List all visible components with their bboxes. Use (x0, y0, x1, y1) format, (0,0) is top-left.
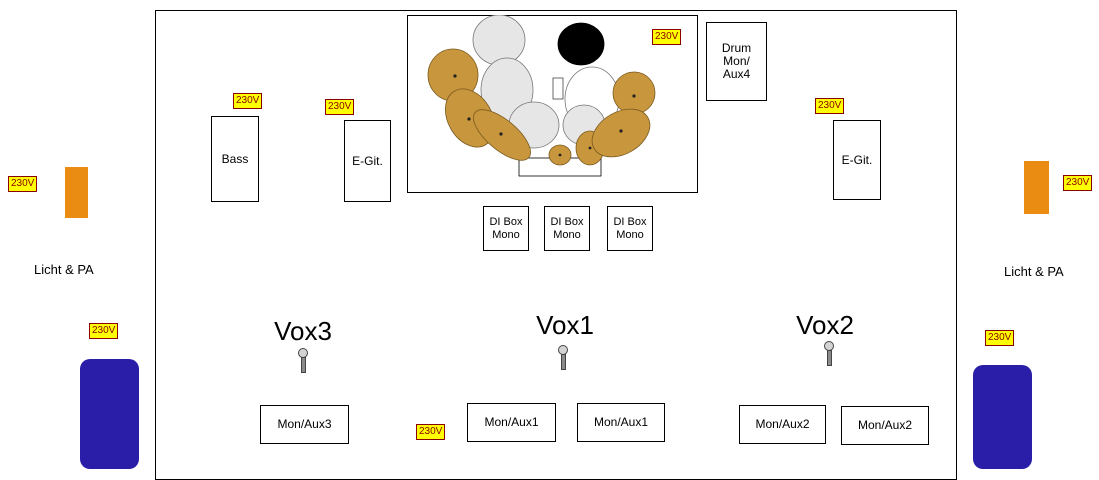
monitor-aux2-b-label: Mon/Aux2 (857, 418, 913, 432)
monitor-aux3-label: Mon/Aux3 (277, 417, 332, 431)
di-box-3-label: DI Box Mono (613, 215, 647, 241)
black-drum (557, 22, 605, 66)
monitor-aux3: Mon/Aux3 (260, 405, 349, 444)
power-label-egit-right: 230V (815, 98, 845, 114)
drum-monitor-box: Drum Mon/ Aux4 (706, 22, 767, 101)
di-box-1: DI Box Mono (483, 206, 529, 251)
right-light-stand (1024, 161, 1049, 214)
monitor-aux2-b: Mon/Aux2 (841, 406, 929, 445)
di-box-1-label: DI Box Mono (489, 215, 523, 241)
power-label-left-light: 230V (8, 176, 38, 192)
drum-kit (427, 15, 656, 177)
guitar-amp-right-box: E-Git. (833, 120, 881, 200)
vox3-label: Vox3 (274, 316, 332, 346)
power-label-right-light: 230V (1063, 175, 1093, 191)
cymbal-ride-right (591, 108, 651, 158)
guitar-amp-left-label: E-Git. (352, 153, 383, 168)
monitor-aux2-a: Mon/Aux2 (739, 405, 826, 444)
left-light-stand (65, 167, 88, 218)
power-label-bass: 230V (233, 93, 263, 109)
power-label-egit-left: 230V (325, 99, 355, 115)
monitor-aux1-b: Mon/Aux1 (577, 403, 665, 442)
bass-amp-label: Bass (221, 151, 249, 166)
left-light-pa-label: Licht & PA (34, 262, 94, 277)
right-light-pa-label: Licht & PA (1004, 264, 1064, 279)
cymbal-crash-right (612, 71, 656, 115)
di-box-2-label: DI Box Mono (550, 215, 584, 241)
guitar-amp-left-box: E-Git. (344, 120, 391, 202)
power-label-right-pa: 230V (985, 330, 1015, 346)
bass-amp-box: Bass (211, 116, 259, 202)
di-box-2: DI Box Mono (544, 206, 590, 251)
right-pa-speaker (973, 365, 1032, 469)
power-label-front: 230V (416, 424, 446, 440)
tom-top-left (472, 15, 526, 66)
monitor-aux1-b-label: Mon/Aux1 (593, 415, 649, 429)
vox1-label: Vox1 (536, 310, 594, 340)
power-label-drums: 230V (652, 29, 682, 45)
power-label-left-pa: 230V (89, 323, 119, 339)
left-pa-speaker (80, 359, 139, 469)
throne (552, 77, 564, 100)
monitor-aux1-a: Mon/Aux1 (467, 403, 556, 442)
vox2-label: Vox2 (796, 310, 854, 340)
drum-monitor-label: Drum Mon/ Aux4 (721, 41, 752, 81)
monitor-aux1-a-label: Mon/Aux1 (484, 415, 539, 429)
guitar-amp-right-label: E-Git. (841, 152, 873, 167)
di-box-3: DI Box Mono (607, 206, 653, 251)
monitor-aux2-a-label: Mon/Aux2 (755, 417, 810, 431)
